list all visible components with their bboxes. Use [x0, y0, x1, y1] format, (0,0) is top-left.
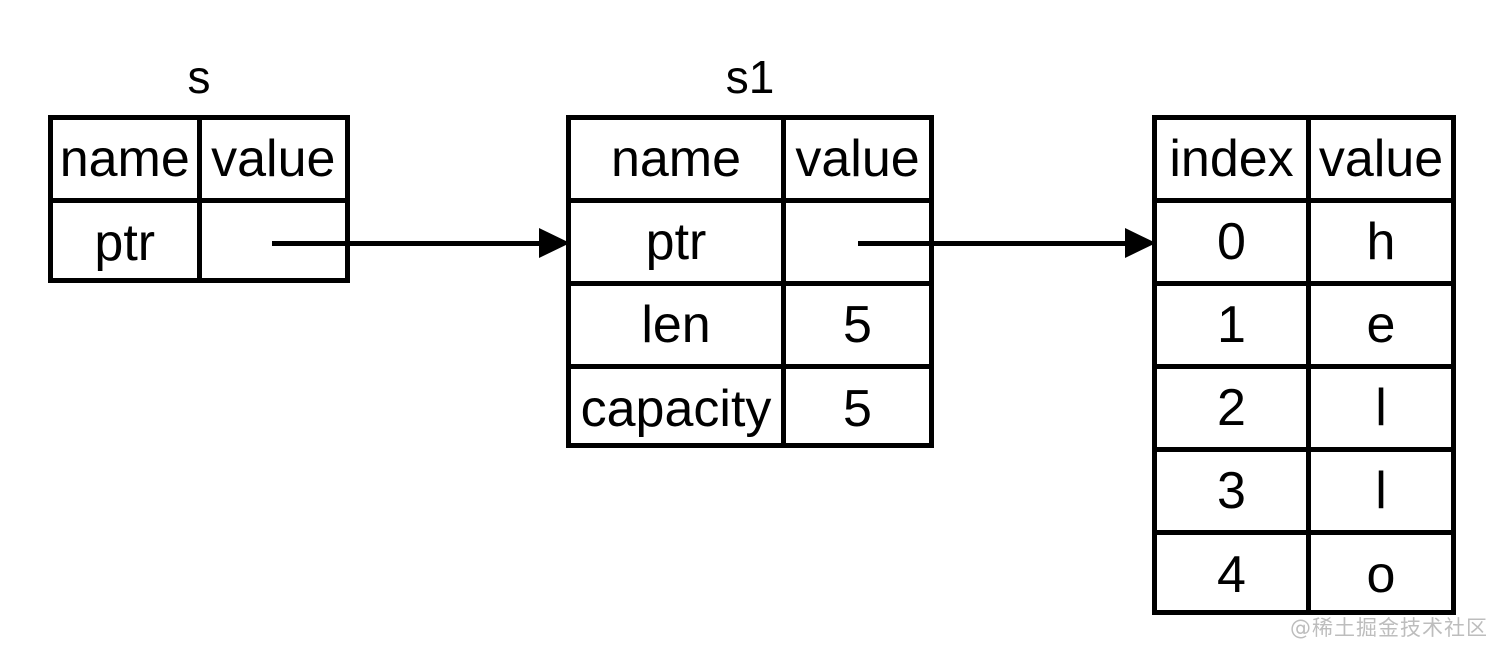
cell-char-value: e	[1366, 296, 1396, 354]
table-row: 0 h	[1157, 203, 1451, 286]
struct-table-s: name value ptr	[48, 115, 350, 283]
table-label-s: s	[187, 51, 211, 103]
table-row: ptr	[571, 203, 929, 286]
column-header-value: value	[1318, 130, 1444, 188]
cell-field-name: ptr	[53, 203, 202, 283]
table-header-row: name value	[571, 120, 929, 203]
column-header-value: value	[795, 130, 920, 188]
arrow-head-icon	[1125, 228, 1156, 258]
struct-table-heap: index value 0 h 1 e 2 l 3 l 4 o	[1152, 115, 1456, 615]
cell-char-value: o	[1366, 545, 1396, 604]
watermark: @稀土掘金技术社区	[1290, 616, 1488, 640]
arrow-shaft	[858, 241, 1125, 246]
cell-char-value: l	[1375, 462, 1387, 520]
table-row: capacity 5	[571, 369, 929, 448]
arrow-head-icon	[539, 228, 570, 258]
table-row: len 5	[571, 286, 929, 369]
table-row: 4 o	[1157, 535, 1451, 614]
cell-field-value: 5	[843, 379, 872, 438]
cell-index: 2	[1157, 369, 1311, 447]
arrow-s1-ptr-to-heap	[858, 228, 1156, 258]
cell-index: 1	[1157, 286, 1311, 364]
table-row: ptr	[53, 203, 345, 283]
column-header-name: name	[571, 120, 787, 198]
arrow-s-ptr-to-s1	[272, 228, 570, 258]
cell-field-name: capacity	[571, 369, 787, 448]
cell-index: 0	[1157, 203, 1311, 281]
cell-index: 4	[1157, 535, 1311, 614]
table-label-s1: s1	[725, 51, 775, 103]
column-header-name: name	[53, 120, 202, 198]
cell-field-name: len	[571, 286, 787, 364]
table-row: 2 l	[1157, 369, 1451, 452]
column-header-value: value	[211, 130, 336, 188]
table-row: 3 l	[1157, 452, 1451, 535]
arrow-shaft	[272, 241, 539, 246]
cell-char-value: h	[1366, 213, 1396, 271]
cell-char-value: l	[1375, 379, 1387, 437]
struct-table-s1: name value ptr len 5 capacity 5	[566, 115, 934, 448]
cell-field-name: ptr	[571, 203, 787, 281]
cell-field-value: 5	[843, 296, 872, 354]
table-row: 1 e	[1157, 286, 1451, 369]
cell-index: 3	[1157, 452, 1311, 530]
table-header-row: name value	[53, 120, 345, 203]
table-header-row: index value	[1157, 120, 1451, 203]
column-header-index: index	[1157, 120, 1311, 198]
